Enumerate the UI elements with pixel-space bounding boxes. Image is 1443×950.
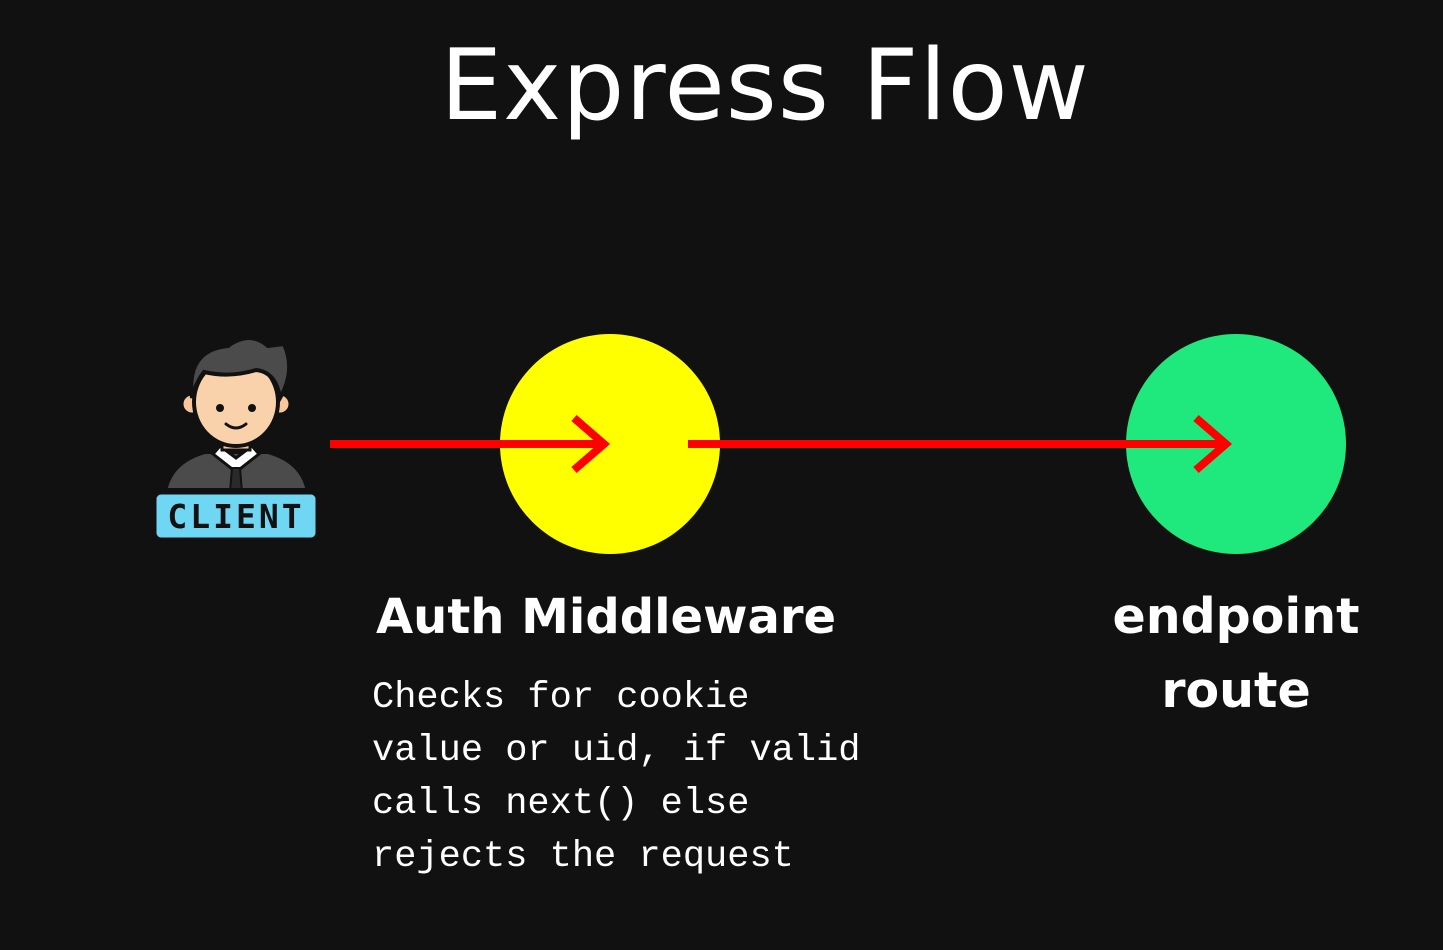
- middleware-description: Checks for cookie value or uid, if valid…: [372, 677, 861, 878]
- client-badge: CLIENT: [149, 488, 323, 545]
- middleware-label: Auth Middleware: [376, 589, 837, 645]
- client-label: CLIENT: [167, 497, 304, 536]
- page-title: Express Flow: [440, 29, 1090, 143]
- endpoint-node: [1126, 334, 1346, 554]
- person-avatar-icon: [162, 336, 311, 494]
- arrow-right-icon: [688, 414, 1233, 474]
- endpoint-label: endpoint route: [1112, 588, 1360, 719]
- arrow-right-icon: [330, 414, 611, 474]
